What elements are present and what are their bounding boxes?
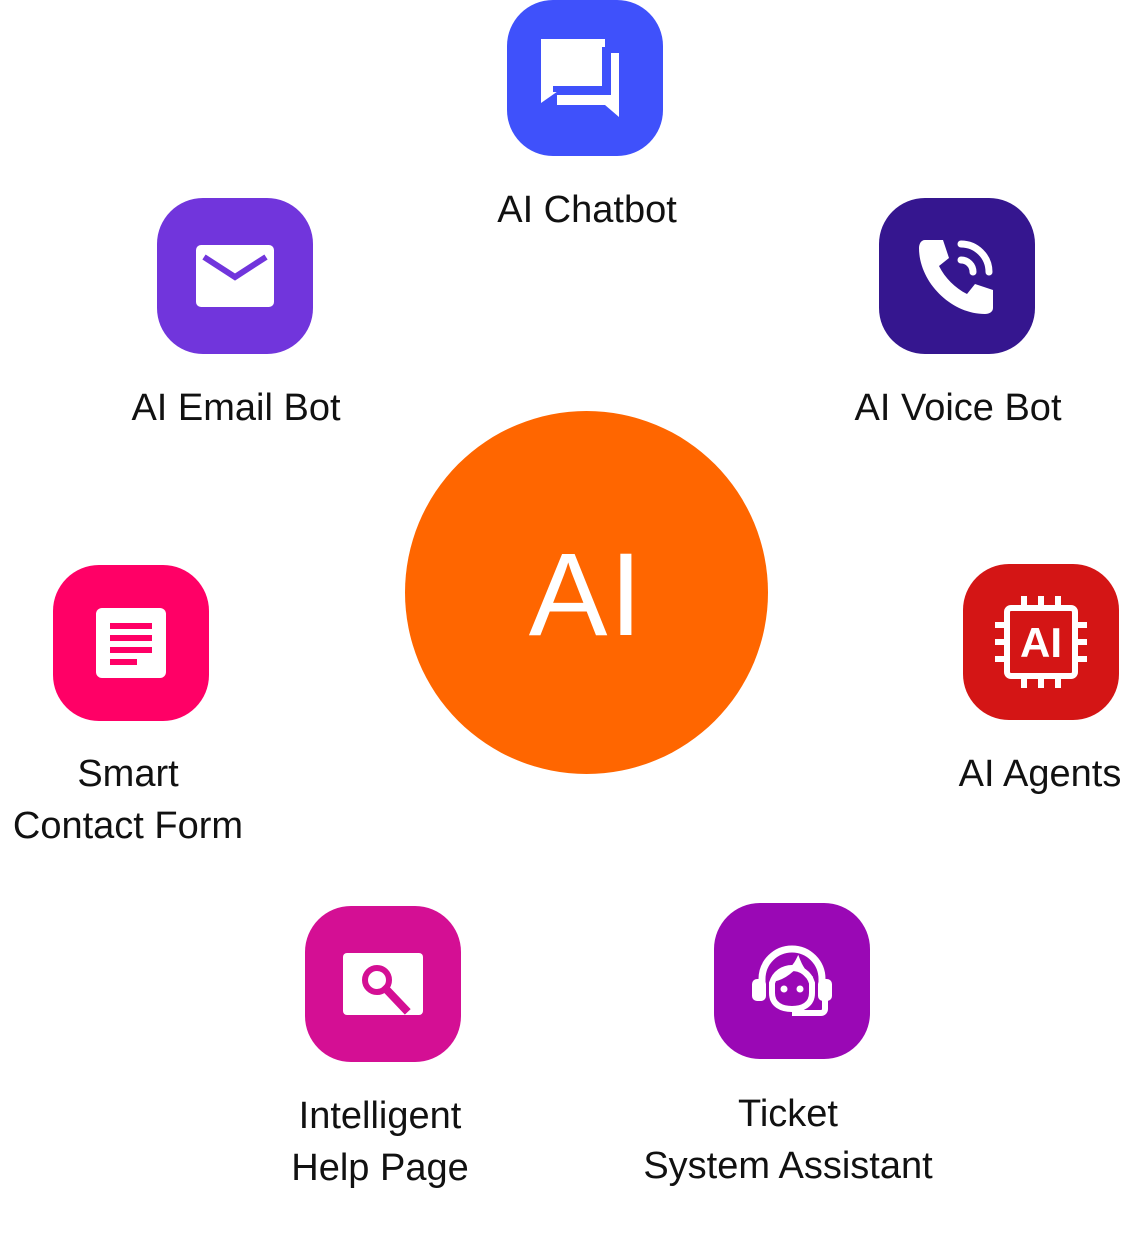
ai-agents-label[interactable]: AI Agents	[930, 748, 1134, 800]
ai-email-bot-label[interactable]: AI Email Bot	[96, 382, 376, 434]
headset-agent-icon	[750, 943, 834, 1019]
ai-voice-bot-label-line-1: AI Voice Bot	[854, 387, 1062, 429]
svg-text:AI: AI	[1020, 619, 1062, 666]
ai-hub-circle: AI	[405, 411, 768, 774]
chat-bubbles-icon	[539, 37, 631, 119]
ticket-system-assistant-tile[interactable]	[714, 903, 870, 1059]
intelligent-help-page-label-line-2: Help Page	[291, 1147, 469, 1189]
intelligent-help-page-tile[interactable]	[305, 906, 461, 1062]
ai-agents-label-line-1: AI Agents	[958, 753, 1122, 795]
ticket-system-assistant-label-line-2: System Assistant	[643, 1145, 933, 1187]
smart-contact-form-tile[interactable]	[53, 565, 209, 721]
smart-contact-form-label-line-2: Contact Form	[12, 805, 244, 847]
smart-contact-form-label-line-1: Smart	[77, 753, 179, 795]
intelligent-help-page-label-line-1: Intelligent	[298, 1095, 462, 1137]
ticket-system-assistant-label[interactable]: Ticket System Assistant	[608, 1088, 968, 1192]
smart-contact-form-label[interactable]: Smart Contact Form	[0, 748, 256, 852]
ai-voice-bot-tile[interactable]	[879, 198, 1035, 354]
intelligent-help-page-label[interactable]: Intelligent Help Page	[230, 1090, 530, 1194]
ticket-system-assistant-label-line-1: Ticket	[738, 1093, 838, 1135]
ai-chatbot-label-line-1: AI Chatbot	[497, 189, 677, 231]
ai-voice-bot-label[interactable]: AI Voice Bot	[818, 382, 1098, 434]
search-page-icon	[341, 951, 425, 1017]
ai-chip-icon: AI	[993, 594, 1089, 690]
envelope-icon	[194, 243, 276, 309]
ai-chatbot-tile[interactable]	[507, 0, 663, 156]
phone-call-icon	[917, 236, 997, 316]
form-document-icon	[94, 606, 168, 680]
ai-email-bot-label-line-1: AI Email Bot	[131, 387, 341, 429]
ai-agents-tile[interactable]: AI	[963, 564, 1119, 720]
ai-chatbot-label[interactable]: AI Chatbot	[437, 184, 737, 236]
ai-hub-label: AI	[528, 528, 645, 661]
ai-email-bot-tile[interactable]	[157, 198, 313, 354]
